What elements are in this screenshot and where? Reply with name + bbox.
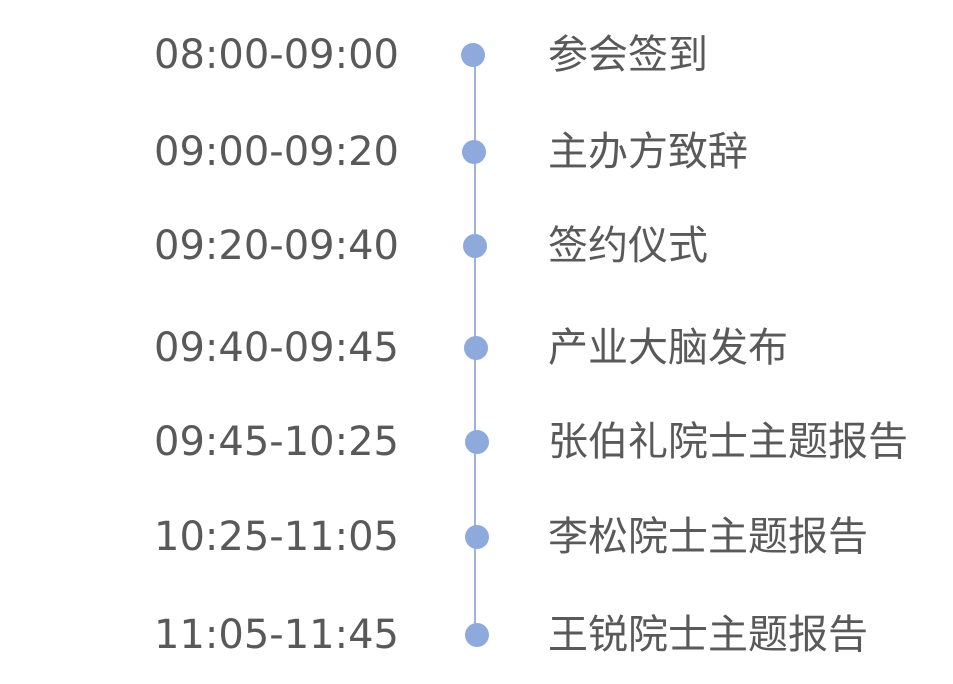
- agenda-time: 08:00-09:00: [154, 32, 399, 78]
- agenda-row: 10:25-11:05 李松院士主题报告: [0, 507, 953, 567]
- timeline-dot-icon: [462, 140, 486, 164]
- agenda-row: 11:05-11:45 王锐院士主题报告: [0, 605, 953, 665]
- timeline-dot-icon: [465, 623, 489, 647]
- agenda-time: 09:00-09:20: [154, 129, 399, 175]
- agenda-event: 签约仪式: [548, 223, 708, 269]
- agenda-event: 参会签到: [548, 32, 708, 78]
- timeline-dot-icon: [465, 430, 489, 454]
- agenda-row: 08:00-09:00 参会签到: [0, 25, 953, 85]
- timeline-dot-icon: [465, 525, 489, 549]
- agenda-row: 09:20-09:40 签约仪式: [0, 216, 953, 276]
- agenda-event: 产业大脑发布: [548, 325, 788, 371]
- agenda-event: 王锐院士主题报告: [548, 612, 868, 658]
- agenda-time: 09:20-09:40: [154, 223, 399, 269]
- agenda-row: 09:40-09:45 产业大脑发布: [0, 318, 953, 378]
- timeline-dot-icon: [461, 43, 485, 67]
- agenda-time: 09:45-10:25: [154, 419, 399, 465]
- agenda-row: 09:45-10:25 张伯礼院士主题报告: [0, 412, 953, 472]
- agenda-event: 张伯礼院士主题报告: [548, 419, 908, 465]
- agenda-event: 李松院士主题报告: [548, 514, 868, 560]
- agenda-time: 11:05-11:45: [154, 612, 399, 658]
- timeline-dot-icon: [464, 336, 488, 360]
- agenda-event: 主办方致辞: [548, 129, 748, 175]
- agenda-time: 09:40-09:45: [154, 325, 399, 371]
- timeline-dot-icon: [463, 234, 487, 258]
- agenda-row: 09:00-09:20 主办方致辞: [0, 122, 953, 182]
- agenda-time: 10:25-11:05: [154, 514, 399, 560]
